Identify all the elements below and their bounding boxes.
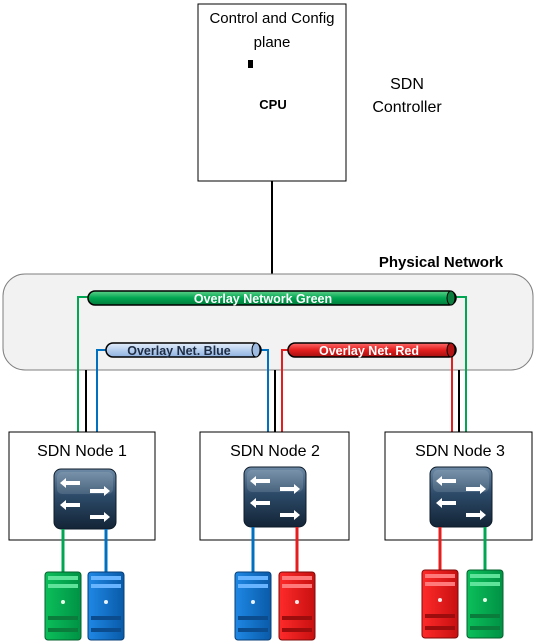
- switch-icon: [243, 466, 307, 528]
- node-label: SDN Node 1: [37, 443, 127, 460]
- server-red-icon: [421, 569, 459, 639]
- cpu-chip-icon: [248, 60, 253, 68]
- switch-icon: [429, 466, 493, 528]
- server-green-icon: [466, 569, 504, 639]
- physical-network-label: Physical Network: [379, 254, 504, 271]
- node-label: SDN Node 3: [415, 443, 505, 460]
- server-green-icon: [44, 571, 82, 641]
- server-blue-icon: [87, 571, 125, 641]
- control-plane-label-line2: plane: [254, 34, 291, 51]
- sdn-node-1: SDN Node 1: [8, 431, 156, 541]
- path-blue-node1: [96, 349, 106, 432]
- path-blue-node2: [259, 349, 269, 432]
- overlay-red-tube: Overlay Net. Red: [287, 342, 457, 358]
- controller-title-line2: Controller: [372, 99, 442, 116]
- server-red-icon: [278, 571, 316, 641]
- controller-box: [197, 3, 347, 182]
- sdn-node-2: SDN Node 2: [199, 431, 350, 541]
- path-green-node1: [77, 296, 88, 432]
- node-label: SDN Node 2: [230, 443, 320, 460]
- overlay-blue-label: Overlay Net. Blue: [127, 344, 231, 358]
- server-blue-icon: [234, 571, 272, 641]
- path-green-node3: [455, 296, 467, 432]
- overlay-red-label: Overlay Net. Red: [319, 344, 419, 358]
- controller-title-line1: SDN: [390, 76, 424, 93]
- cpu-label: CPU: [259, 97, 286, 112]
- overlay-blue-tube: Overlay Net. Blue: [105, 342, 262, 358]
- overlay-green-tube: Overlay Network Green: [87, 290, 457, 306]
- control-plane-label-line1: Control and Config: [209, 10, 334, 27]
- path-red-node2: [281, 349, 288, 432]
- sdn-node-3: SDN Node 3: [384, 431, 533, 541]
- overlay-green-label: Overlay Network Green: [194, 292, 332, 306]
- switch-icon: [53, 468, 117, 530]
